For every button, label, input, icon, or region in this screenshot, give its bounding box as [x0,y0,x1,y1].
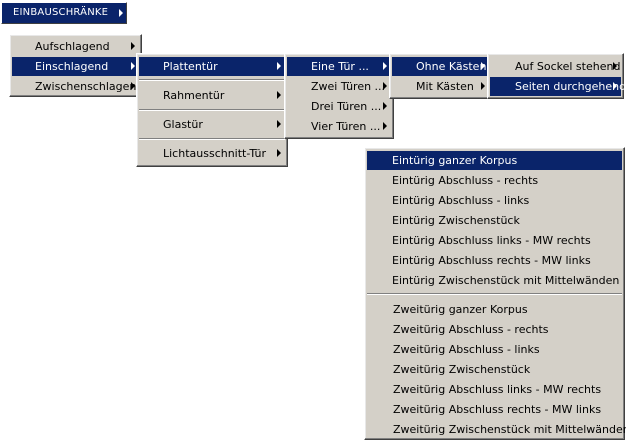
menu-item-label: Lichtausschnitt-Tür [163,147,267,160]
submenu-arrow-icon [277,91,281,99]
menu-item-label: Vier Türen ... [311,120,381,133]
submenu-arrow-icon [613,62,617,70]
menu-item-zweituerig-zwischenstueck[interactable]: Zweitürig Zwischenstück [367,360,622,379]
submenu-arrow-icon [277,120,281,128]
menu-item-label: Zweitürig ganzer Korpus [393,303,528,316]
submenu-arrow-icon [131,42,135,50]
submenu-arrow-icon [277,149,281,157]
menu-einbauschraenke-label: EINBAUSCHRÄNKE [13,7,109,18]
menu-item-label: Mit Kästen [416,80,474,93]
submenu-arrow-icon [383,102,387,110]
menu-item-eintuerig-zwischenstueck-mit-mittelwaenden[interactable]: Eintürig Zwischenstück mit Mittelwänden [367,271,622,290]
submenu-arrow-icon [481,62,485,70]
menu-item-eintuerig-abschluss-links[interactable]: Eintürig Abschluss - links [367,191,622,210]
menu-item-mit-kaesten[interactable]: Mit Kästen [392,77,489,96]
submenu-arrow-icon [277,62,281,70]
submenu-arrow-icon [131,62,135,70]
menu-item-zweituerig-abschluss-links-mw-rechts[interactable]: Zweitürig Abschluss links - MW rechts [367,380,622,399]
menu-item-zweituerig-zwischenstueck-mit-mittelwaenden[interactable]: Zweitürig Zwischenstück mit Mittelwänden [367,420,626,439]
menu-item-label: Zweitürig Abschluss links - MW rechts [393,383,602,396]
menu-item-label: Drei Türen ... [311,100,382,113]
menu-item-label: Eintürig Abschluss rechts - MW links [392,254,591,267]
menu-item-label: Zweitürig Abschluss rechts - MW links [393,403,602,416]
menu-item-label: Aufschlagend [35,40,110,53]
menu-item-eintuerig-zwischenstueck[interactable]: Eintürig Zwischenstück [367,211,622,230]
menu-item-glastuer[interactable]: Glastür [139,115,285,134]
menu-item-label: Zwei Türen ... [311,80,386,93]
menu-separator [367,293,622,295]
menu-item-zweituerig-abschluss-links[interactable]: Zweitürig Abschluss - links [367,340,622,359]
menu-separator [139,79,285,81]
menu-mounting-type: Aufschlagend Einschlagend Zwischenschlag… [9,34,143,97]
menu-item-plattentuer[interactable]: Plattentür [139,57,285,76]
menu-einbauschraenke[interactable]: EINBAUSCHRÄNKE [1,2,127,24]
menu-item-label: Zweitürig Abschluss - rechts [393,323,549,336]
menu-item-eine-tuer[interactable]: Eine Tür ... [287,57,391,76]
menu-item-label: Auf Sockel stehend [515,60,621,73]
submenu-arrow-icon [613,82,617,90]
menu-item-label: Zweitürig Abschluss - links [393,343,540,356]
menu-door-count: Eine Tür ... Zwei Türen ... Drei Türen .… [284,53,394,139]
menu-drawer-option: Ohne Kästen Mit Kästen [389,53,492,99]
submenu-arrow-icon [131,82,135,90]
menu-item-ohne-kaesten[interactable]: Ohne Kästen [392,57,489,76]
menu-item-vier-tueren[interactable]: Vier Türen ... [287,117,391,136]
menu-item-zweituerig-abschluss-rechts-mw-links[interactable]: Zweitürig Abschluss rechts - MW links [367,400,622,419]
menu-item-label: Zweitürig Zwischenstück [393,363,531,376]
menu-item-einschlagend[interactable]: Einschlagend [12,57,139,76]
menu-item-label: Eintürig ganzer Korpus [392,154,518,167]
menu-item-label: Rahmentür [163,89,225,102]
menu-item-label: Plattentür [163,60,218,73]
menu-item-label: Eintürig Zwischenstück [392,214,520,227]
menu-item-label: Eintürig Abschluss - links [392,194,530,207]
menu-item-label: Eintürig Abschluss links - MW rechts [392,234,591,247]
menu-item-label: Eine Tür ... [311,60,369,73]
menu-item-label: Zweitürig Zwischenstück mit Mittelwänden [393,423,626,436]
menu-item-aufschlagend[interactable]: Aufschlagend [12,37,139,56]
menu-item-eintuerig-ganzer-korpus[interactable]: Eintürig ganzer Korpus [367,151,622,170]
menu-item-eintuerig-abschluss-rechts-mw-links[interactable]: Eintürig Abschluss rechts - MW links [367,251,622,270]
menu-item-eintuerig-abschluss-rechts[interactable]: Eintürig Abschluss - rechts [367,171,622,190]
menu-item-label: Glastür [163,118,203,131]
menu-item-zweituerig-abschluss-rechts[interactable]: Zweitürig Abschluss - rechts [367,320,622,339]
submenu-arrow-icon [383,82,387,90]
menu-item-label: Zwischenschlagend [35,80,144,93]
submenu-arrow-icon [383,62,387,70]
menu-item-seiten-durchgehend[interactable]: Seiten durchgehend [490,77,626,96]
menu-item-label: Eintürig Zwischenstück mit Mittelwänden [392,274,620,287]
menu-door-type: Plattentür Rahmentür Glastür Lichtaussch… [136,53,288,167]
menu-item-zwischenschlagend[interactable]: Zwischenschlagend [12,77,143,96]
menu-item-label: Eintürig Abschluss - rechts [392,174,539,187]
submenu-arrow-icon [383,122,387,130]
menu-cabinet-variant: Eintürig ganzer Korpus Eintürig Abschlus… [364,147,626,440]
menu-item-rahmentuer[interactable]: Rahmentür [139,86,285,105]
submenu-arrow-icon [481,82,485,90]
menu-separator [139,138,285,140]
menu-item-auf-sockel-stehend[interactable]: Auf Sockel stehend [490,57,621,76]
menu-item-drei-tueren[interactable]: Drei Türen ... [287,97,391,116]
menu-item-label: Einschlagend [35,60,109,73]
menu-item-label: Ohne Kästen [416,60,487,73]
menu-base-option: Auf Sockel stehend Seiten durchgehend [487,53,626,99]
menu-item-eintuerig-abschluss-links-mw-rechts[interactable]: Eintürig Abschluss links - MW rechts [367,231,622,250]
menu-separator [139,109,285,111]
menu-item-lichtausschnitt-tuer[interactable]: Lichtausschnitt-Tür [139,144,285,163]
menu-item-zwei-tueren[interactable]: Zwei Türen ... [287,77,391,96]
submenu-arrow-icon [119,9,123,17]
menu-item-zweituerig-ganzer-korpus[interactable]: Zweitürig ganzer Korpus [367,300,622,319]
menu-item-label: Seiten durchgehend [515,80,626,93]
